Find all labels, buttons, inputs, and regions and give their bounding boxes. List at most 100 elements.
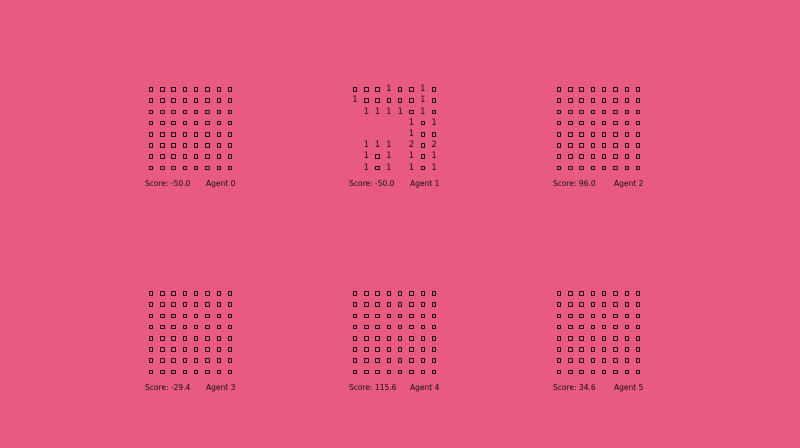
board-cell[interactable] [156, 140, 168, 151]
board-cell[interactable] [179, 310, 191, 321]
board-cell[interactable] [406, 106, 418, 117]
board-cell[interactable] [417, 322, 429, 333]
board-cell[interactable] [202, 162, 214, 173]
board-cell[interactable] [179, 299, 191, 310]
board-cell[interactable] [156, 118, 168, 129]
board-cell[interactable] [428, 299, 440, 310]
board-cell[interactable] [564, 162, 576, 173]
board-cell[interactable] [372, 366, 384, 377]
board-cell[interactable] [394, 322, 406, 333]
board-cell[interactable] [156, 299, 168, 310]
board-cell[interactable] [360, 118, 372, 129]
board-cell[interactable] [598, 106, 610, 117]
board-cell[interactable] [576, 355, 588, 366]
board-cell[interactable] [428, 366, 440, 377]
board-cell[interactable] [156, 84, 168, 95]
board-cell[interactable] [587, 322, 599, 333]
board-cell[interactable] [587, 299, 599, 310]
board-cell[interactable] [553, 333, 565, 344]
board-cell[interactable] [224, 140, 236, 151]
board-cell[interactable] [179, 322, 191, 333]
board-cell[interactable] [372, 84, 384, 95]
board-cell[interactable] [224, 151, 236, 162]
board-cell[interactable] [156, 333, 168, 344]
board-cell[interactable] [156, 106, 168, 117]
board-cell[interactable] [168, 140, 180, 151]
board-cell[interactable]: 1 [386, 140, 392, 151]
board-cell[interactable] [564, 118, 576, 129]
board-cell[interactable] [621, 95, 633, 106]
board-cell[interactable] [564, 310, 576, 321]
board-cell[interactable]: 1 [397, 106, 403, 117]
board-cell[interactable] [621, 355, 633, 366]
board-cell[interactable] [213, 310, 225, 321]
board-cell[interactable] [632, 95, 644, 106]
board-cell[interactable] [179, 344, 191, 355]
board-cell[interactable] [428, 288, 440, 299]
board-cell[interactable]: 1 [431, 162, 437, 173]
board-cell[interactable] [632, 299, 644, 310]
board-cell[interactable]: 1 [408, 162, 415, 173]
board-cell[interactable] [632, 84, 644, 95]
board-cell[interactable] [610, 310, 622, 321]
board-cell[interactable] [190, 162, 202, 173]
board-cell[interactable] [394, 344, 406, 355]
board-cell[interactable] [202, 129, 214, 140]
board-cell[interactable]: 1 [386, 162, 392, 173]
board-cell[interactable] [168, 118, 180, 129]
board-cell[interactable] [202, 355, 214, 366]
board-cell[interactable] [168, 366, 180, 377]
board-cell[interactable] [179, 162, 191, 173]
board-cell[interactable] [145, 299, 157, 310]
board-cell[interactable] [360, 310, 372, 321]
board-cell[interactable] [576, 140, 588, 151]
board-cell[interactable] [610, 322, 622, 333]
board-cell[interactable] [621, 106, 633, 117]
board-cell[interactable] [349, 140, 361, 151]
board-cell[interactable] [598, 299, 610, 310]
board-cell[interactable] [394, 299, 406, 310]
board-cell[interactable]: 1 [420, 84, 426, 95]
board-cell[interactable] [553, 140, 565, 151]
board-cell[interactable] [621, 299, 633, 310]
board-cell[interactable] [202, 288, 214, 299]
board-cell[interactable] [168, 162, 180, 173]
board-cell[interactable] [372, 310, 384, 321]
board-cell[interactable] [360, 95, 372, 106]
board-cell[interactable] [564, 322, 576, 333]
board-cell[interactable] [632, 140, 644, 151]
board-cell[interactable] [587, 310, 599, 321]
board-cell[interactable] [576, 118, 588, 129]
board-cell[interactable] [394, 118, 406, 129]
board-cell[interactable] [360, 129, 372, 140]
board-cell[interactable] [632, 288, 644, 299]
board-cell[interactable] [202, 333, 214, 344]
board-cell[interactable] [598, 288, 610, 299]
board-cell[interactable] [621, 129, 633, 140]
board-cell[interactable] [598, 366, 610, 377]
board-cell[interactable] [632, 151, 644, 162]
board-cell[interactable] [610, 106, 622, 117]
board-cell[interactable] [610, 84, 622, 95]
board-cell[interactable] [145, 288, 157, 299]
board-cell[interactable] [632, 118, 644, 129]
board-cell[interactable] [576, 162, 588, 173]
board-cell[interactable] [610, 95, 622, 106]
board-cell[interactable] [224, 118, 236, 129]
board-cell[interactable] [383, 355, 395, 366]
board-cell[interactable] [168, 344, 180, 355]
board-cell[interactable]: 1 [363, 106, 369, 117]
board-cell[interactable] [621, 118, 633, 129]
board-cell[interactable]: 1 [374, 106, 381, 117]
board-cell[interactable] [202, 84, 214, 95]
board-cell[interactable] [417, 366, 429, 377]
board-cell[interactable] [621, 322, 633, 333]
board-cell[interactable] [564, 84, 576, 95]
board-cell[interactable] [168, 288, 180, 299]
board-cell[interactable] [168, 322, 180, 333]
board-cell[interactable] [179, 129, 191, 140]
board-cell[interactable] [610, 355, 622, 366]
board-cell[interactable] [202, 344, 214, 355]
board-cell[interactable] [383, 322, 395, 333]
board-cell[interactable] [394, 129, 406, 140]
